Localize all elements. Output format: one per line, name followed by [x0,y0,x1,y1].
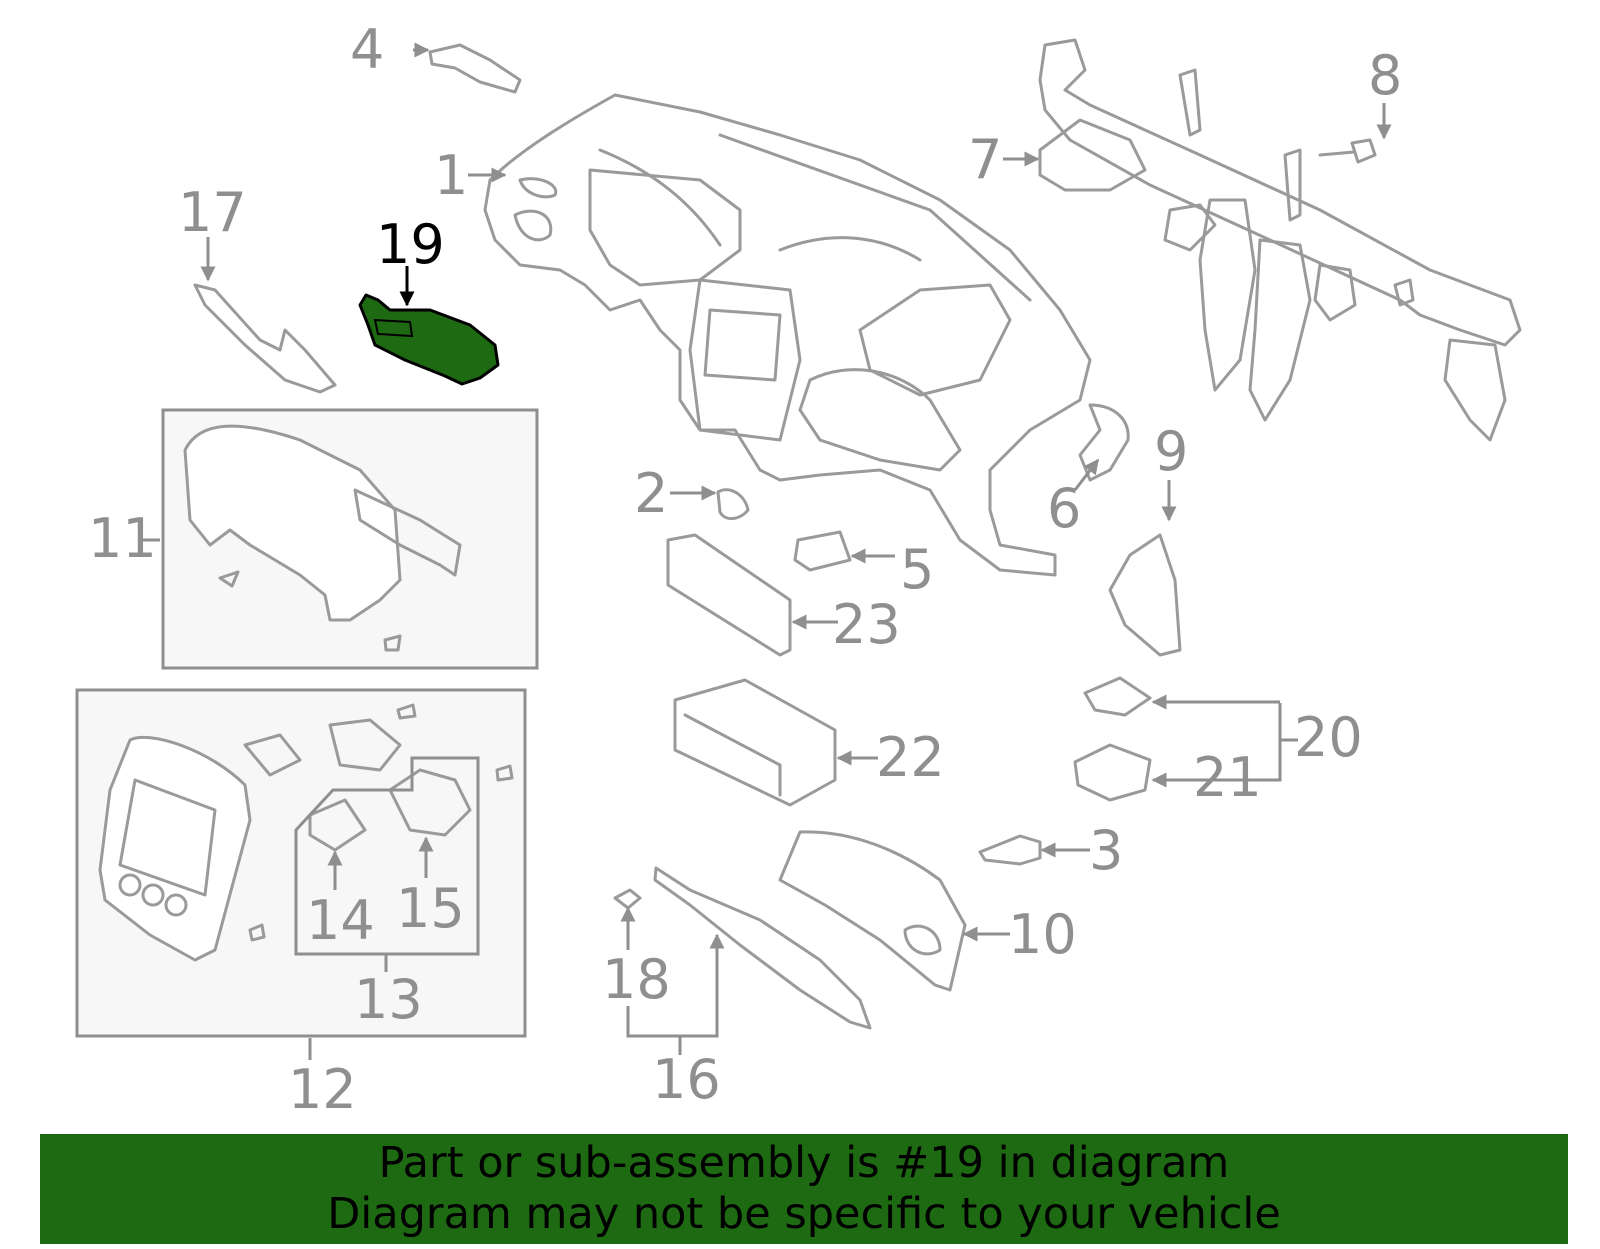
callout-14: 14 [306,889,375,952]
callout-17: 17 [178,181,247,244]
callout-6: 6 [1047,477,1081,540]
part-9-side-panel [1108,533,1182,657]
callout-labels: 4 1 17 19 7 8 9 6 2 5 23 11 20 21 22 3 1… [88,18,1402,1121]
banner-line-disclaimer: Diagram may not be specific to your vehi… [327,1189,1281,1239]
inset-12 [75,688,527,1038]
callout-12: 12 [288,1058,357,1121]
part-23-tray [666,533,792,657]
callout-18: 18 [602,948,671,1011]
part-16-lower-panel [653,866,872,1030]
banner-line-part-number: Part or sub-assembly is #19 in diagram [378,1138,1230,1188]
part-3-bracket [978,834,1042,866]
inset-11 [161,408,539,670]
callout-10: 10 [1008,903,1077,966]
part-7-duct [1038,118,1147,192]
callout-16: 16 [652,1048,721,1111]
info-banner: Part or sub-assembly is #19 in diagram D… [40,1134,1568,1244]
callout-20: 20 [1294,706,1363,769]
callout-15: 15 [396,877,465,940]
part-1-dashboard-panel [483,93,1092,577]
part-17-trim-strip [193,283,337,394]
callout-2: 2 [634,462,668,525]
part-10-glove-box-door [778,830,967,992]
part-18-clip [613,888,642,910]
cross-member-assembly [1038,38,1522,442]
part-4-bracket [428,43,522,94]
callout-8: 8 [1368,44,1402,107]
callout-22: 22 [876,726,945,789]
part-20-cover [1083,676,1152,717]
part-21-holder [1073,743,1152,802]
callout-7: 7 [968,128,1002,191]
part-2-clip [716,488,750,520]
part-6-end-cap [1078,403,1130,482]
part-5-cover [793,530,852,572]
callout-11: 11 [88,507,157,570]
callout-3: 3 [1089,819,1123,882]
callout-9: 9 [1154,420,1188,483]
callout-13: 13 [354,968,423,1031]
callout-23: 23 [832,593,901,656]
part-8-screw [1318,138,1377,164]
callout-1: 1 [434,144,468,207]
part-19-highlighted [358,293,500,386]
callout-19: 19 [376,213,445,276]
part-22-pocket [673,678,837,807]
callout-4: 4 [350,18,384,81]
callout-5: 5 [900,538,934,601]
leader-lines [142,42,1392,1060]
callout-21: 21 [1193,746,1262,809]
